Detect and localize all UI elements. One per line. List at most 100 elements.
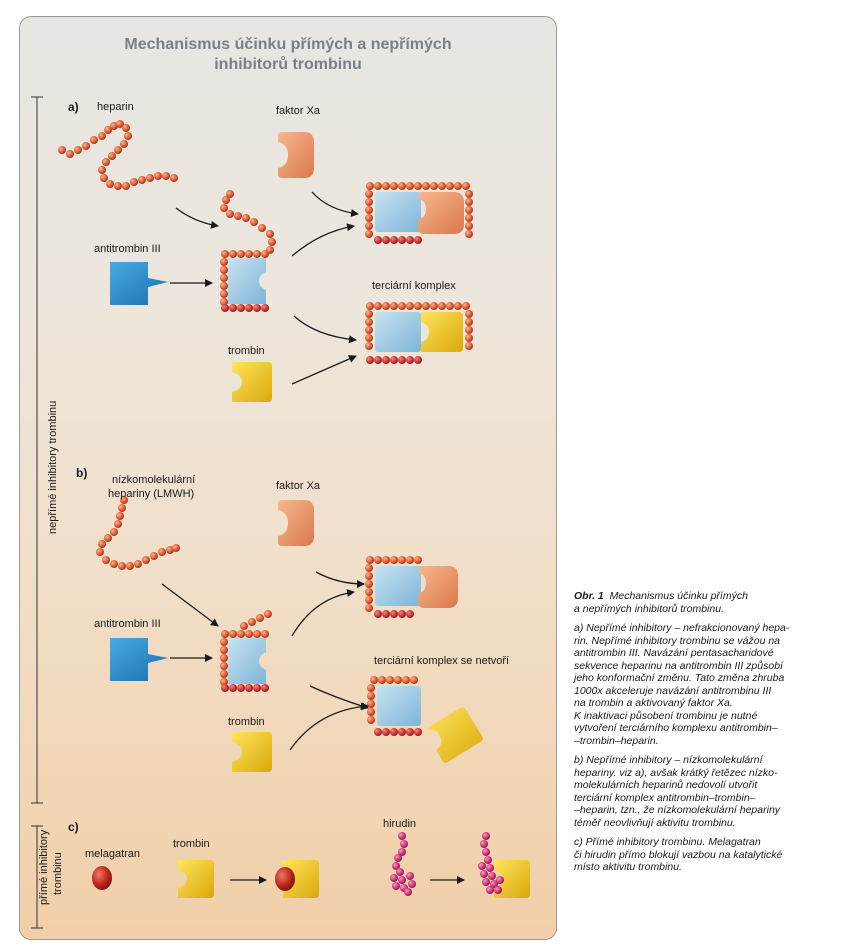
title-line-1: Mechanismus účinku přímých a nepřímých bbox=[124, 36, 452, 53]
bead bbox=[382, 182, 390, 190]
arrow-heparin-to-at-a bbox=[175, 207, 219, 229]
caption-line: či hirudin přímo blokují vazbou na katal… bbox=[574, 848, 783, 861]
indirect-bracket bbox=[31, 96, 43, 804]
bead bbox=[430, 302, 438, 310]
factor-xa-b bbox=[278, 500, 314, 546]
thrombin-hirudin-complex bbox=[478, 832, 530, 898]
bead bbox=[237, 630, 245, 638]
label-hirudin: hirudin bbox=[383, 818, 417, 830]
caption-line: –heparin, tzn., že nízkomolekulární hepa… bbox=[574, 804, 781, 816]
bead bbox=[96, 548, 104, 556]
bead bbox=[237, 684, 245, 692]
bead bbox=[116, 512, 124, 520]
bead bbox=[365, 564, 373, 572]
bead bbox=[404, 888, 412, 896]
bead bbox=[220, 204, 228, 212]
bead bbox=[266, 246, 274, 254]
bead bbox=[114, 520, 122, 528]
arrow-to-ternary-a bbox=[293, 315, 357, 344]
bead bbox=[465, 222, 473, 230]
bead bbox=[220, 290, 228, 298]
bead bbox=[367, 700, 375, 708]
label-thrombin-b: trombin bbox=[228, 716, 265, 728]
ternary-complex-a bbox=[365, 302, 473, 364]
bead bbox=[414, 182, 422, 190]
bead bbox=[242, 214, 250, 222]
bead bbox=[234, 212, 242, 220]
bead bbox=[382, 728, 390, 736]
bead bbox=[237, 304, 245, 312]
caption-line: sekvence heparinu na antitrombin III způ… bbox=[574, 659, 783, 672]
bead bbox=[98, 166, 106, 174]
bead bbox=[398, 302, 406, 310]
bead bbox=[366, 556, 374, 564]
caption-line: antitrombin III. Navázání pentasacharido… bbox=[574, 647, 774, 659]
bead bbox=[378, 676, 386, 684]
bead bbox=[486, 864, 494, 872]
caption-line: –trombin–heparin. bbox=[574, 734, 659, 747]
bead bbox=[446, 302, 454, 310]
bead bbox=[150, 552, 158, 560]
bead bbox=[465, 206, 473, 214]
bead bbox=[465, 342, 473, 350]
caption-line: rin. Nepřímé inhibitory trombinu se vážo… bbox=[574, 634, 781, 647]
caption-line: a) Nepřímé inhibitory – nefrakcionovaný … bbox=[574, 622, 790, 634]
label-heparin: heparin bbox=[97, 101, 134, 113]
factor-xa-a bbox=[278, 132, 314, 178]
bead bbox=[229, 684, 237, 692]
bead bbox=[120, 140, 128, 148]
bead bbox=[398, 610, 406, 618]
bead bbox=[256, 614, 264, 622]
bead bbox=[222, 196, 230, 204]
bead bbox=[374, 556, 382, 564]
bead bbox=[268, 238, 276, 246]
bead bbox=[365, 190, 373, 198]
bead bbox=[365, 596, 373, 604]
caption-figure-number: Obr. 1 bbox=[574, 590, 604, 602]
bead bbox=[462, 302, 470, 310]
caption-paragraph-c: c) Přímé inhibitory trombinu. Melagatran… bbox=[574, 836, 836, 874]
bead bbox=[465, 214, 473, 222]
bead bbox=[374, 236, 382, 244]
bead bbox=[414, 302, 422, 310]
bead bbox=[366, 302, 374, 310]
thrombin-a bbox=[232, 362, 272, 402]
caption-line: b) Nepřímé inhibitory – nízkomolekulární bbox=[574, 754, 763, 766]
bead bbox=[390, 182, 398, 190]
bead bbox=[124, 132, 132, 140]
caption-heading: Obr. 1 Mechanismus účinku přímých a nepř… bbox=[574, 590, 836, 615]
bead bbox=[226, 210, 234, 218]
label-direct-inhibitors-2: trombinu bbox=[52, 852, 64, 895]
bead bbox=[406, 872, 414, 880]
antithrombin-heparin-a bbox=[220, 190, 276, 312]
bead bbox=[406, 556, 414, 564]
bead bbox=[102, 158, 110, 166]
bead bbox=[365, 318, 373, 326]
complex-factor-xa-b bbox=[365, 556, 458, 618]
bead bbox=[220, 282, 228, 290]
caption-paragraph-a: a) Nepřímé inhibitory – nefrakcionovaný … bbox=[574, 622, 836, 747]
bead bbox=[406, 302, 414, 310]
caption-line: 1000x akceleruje navázání antitrombinu I… bbox=[574, 684, 772, 697]
caption-line: terciární komplex antitrombin–trombin– bbox=[574, 791, 756, 804]
bead bbox=[146, 174, 154, 182]
bead bbox=[220, 638, 228, 646]
bead bbox=[367, 684, 375, 692]
bead bbox=[108, 152, 116, 160]
bead bbox=[402, 676, 410, 684]
bead bbox=[374, 610, 382, 618]
section-a-letter: a) bbox=[68, 100, 79, 114]
bead bbox=[248, 618, 256, 626]
bead bbox=[494, 886, 502, 894]
bead bbox=[480, 870, 488, 878]
bead bbox=[367, 692, 375, 700]
bead bbox=[406, 182, 414, 190]
section-c-letter: c) bbox=[68, 820, 79, 834]
bead bbox=[482, 832, 490, 840]
bead bbox=[365, 230, 373, 238]
bead bbox=[116, 120, 124, 128]
bead bbox=[390, 356, 398, 364]
bead bbox=[226, 190, 234, 198]
bead bbox=[74, 146, 82, 154]
bead bbox=[408, 880, 416, 888]
